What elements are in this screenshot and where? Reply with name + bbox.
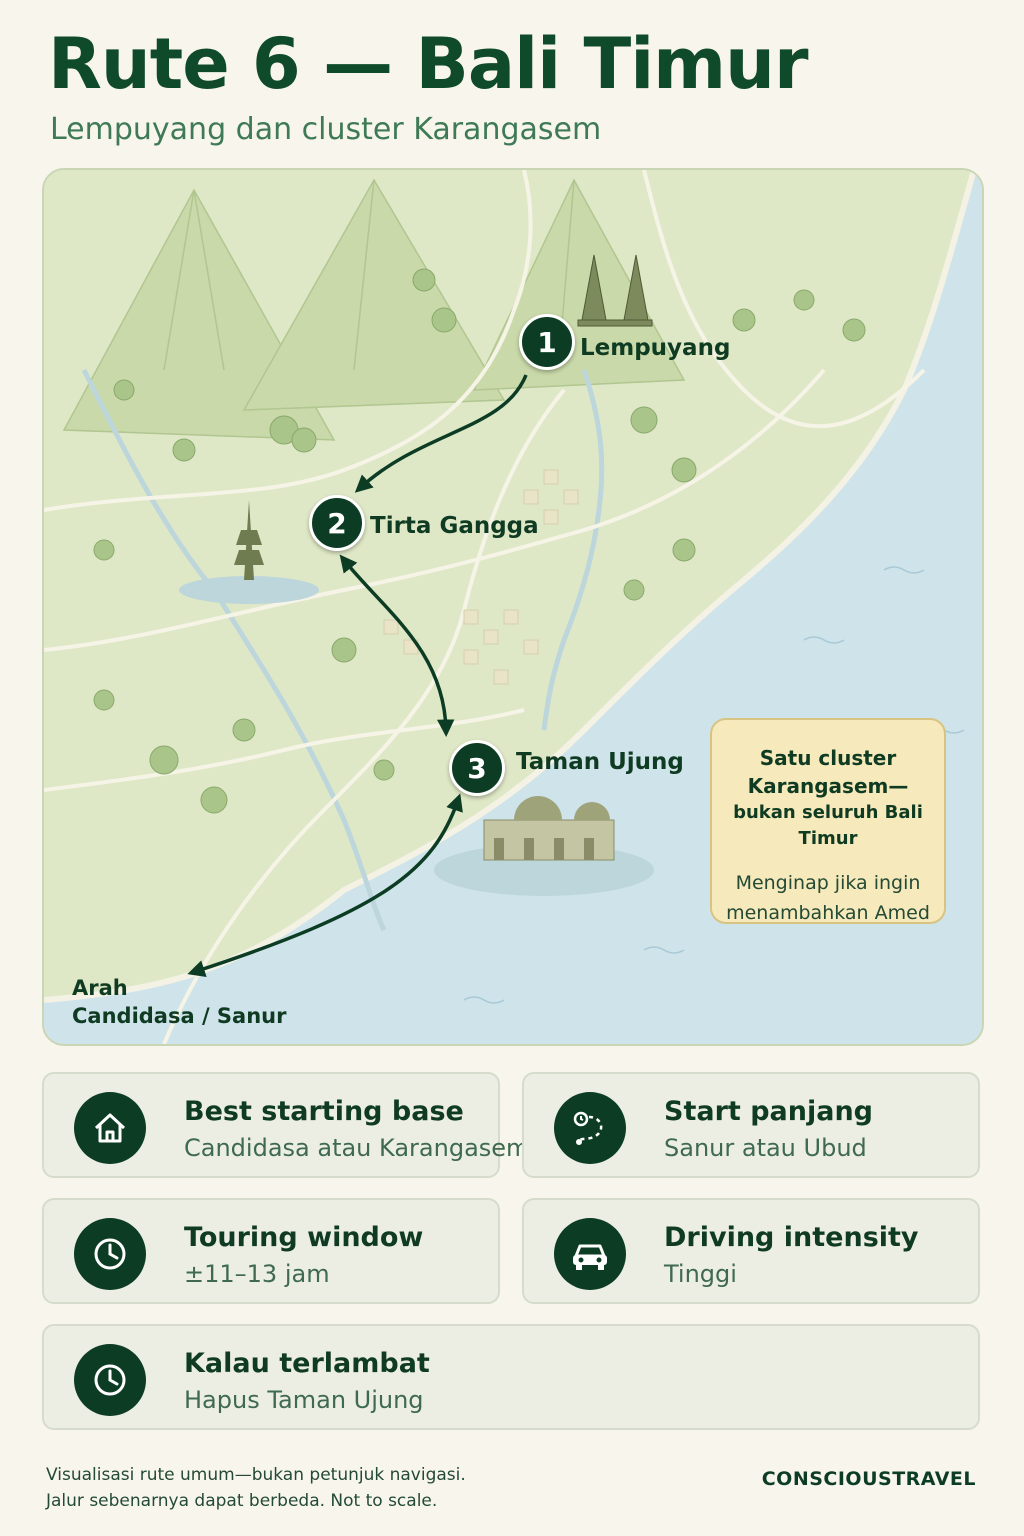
disclaimer-line-2: Jalur sebenarnya dapat berbeda. Not to s… [46, 1491, 438, 1511]
destination-line-1: Arah [72, 976, 128, 1000]
card-value: ±11–13 jam [184, 1260, 330, 1288]
stop-label-taman-ujung: Taman Ujung [516, 749, 684, 775]
home-icon [74, 1092, 146, 1164]
info-card-touring-window: Touring window ±11–13 jam [42, 1198, 500, 1304]
tirta-gangga-temple-icon [179, 500, 319, 604]
destination-line-2: Candidasa / Sanur [72, 1004, 287, 1028]
page-subtitle: Lempuyang dan cluster Karangasem [50, 112, 602, 147]
route-map[interactable]: 1 Lempuyang 2 Tirta Gangga 3 Taman Ujung… [42, 168, 984, 1046]
stop-label-tirta-gangga: Tirta Gangga [370, 513, 539, 539]
callout-body-line-1: Menginap jika ingin [735, 872, 921, 894]
info-card-driving-intensity: Driving intensity Tinggi [522, 1198, 980, 1304]
disclaimer: Visualisasi rute umum—bukan petunjuk nav… [46, 1462, 466, 1514]
card-value: Candidasa atau Karangasem [184, 1134, 530, 1162]
stop-label-lempuyang: Lempuyang [580, 335, 731, 361]
callout-heading-1: Satu cluster [759, 746, 897, 770]
card-label: Kalau terlambat [184, 1348, 430, 1379]
info-card-kalau-terlambat: Kalau terlambat Hapus Taman Ujung [42, 1324, 980, 1430]
taman-ujung-palace-icon [434, 796, 654, 896]
info-card-starting-base: Best starting base Candidasa atau Karang… [42, 1072, 529, 1178]
route-path [187, 374, 528, 978]
page-title: Rute 6 — Bali Timur [48, 23, 808, 105]
disclaimer-line-1: Visualisasi rute umum—bukan petunjuk nav… [46, 1465, 466, 1485]
card-value: Sanur atau Ubud [664, 1134, 867, 1162]
stop-marker-3[interactable]: 3 [449, 740, 505, 796]
card-value: Tinggi [664, 1260, 737, 1288]
card-label: Driving intensity [664, 1222, 919, 1253]
stop-marker-2[interactable]: 2 [309, 495, 365, 551]
stop-marker-1[interactable]: 1 [519, 314, 575, 370]
card-label: Best starting base [184, 1096, 464, 1127]
mountains [62, 178, 686, 441]
clock-icon [74, 1218, 146, 1290]
destination-label: Arah Candidasa / Sanur [72, 974, 286, 1030]
lempuyang-gate-icon [577, 254, 653, 327]
car-icon [554, 1218, 626, 1290]
card-label: Start panjang [664, 1096, 873, 1127]
callout-heading-3: bukan seluruh Bali Timur [733, 802, 923, 849]
card-value: Hapus Taman Ujung [184, 1386, 424, 1414]
brand-logo[interactable]: CONSCIOUSTRAVEL [761, 1468, 976, 1490]
callout-heading-2: Karangasem— [747, 774, 909, 798]
callout-body-line-2: menambahkan Amed [726, 902, 930, 924]
callout-body: Menginap jika ingin menambahkan Amed [712, 868, 944, 928]
clock-icon [74, 1344, 146, 1416]
card-label: Touring window [184, 1222, 424, 1253]
info-callout: Satu cluster Karangasem— bukan seluruh B… [710, 718, 946, 924]
route-timer-icon [554, 1092, 626, 1164]
info-card-start-panjang: Start panjang Sanur atau Ubud [522, 1072, 980, 1178]
